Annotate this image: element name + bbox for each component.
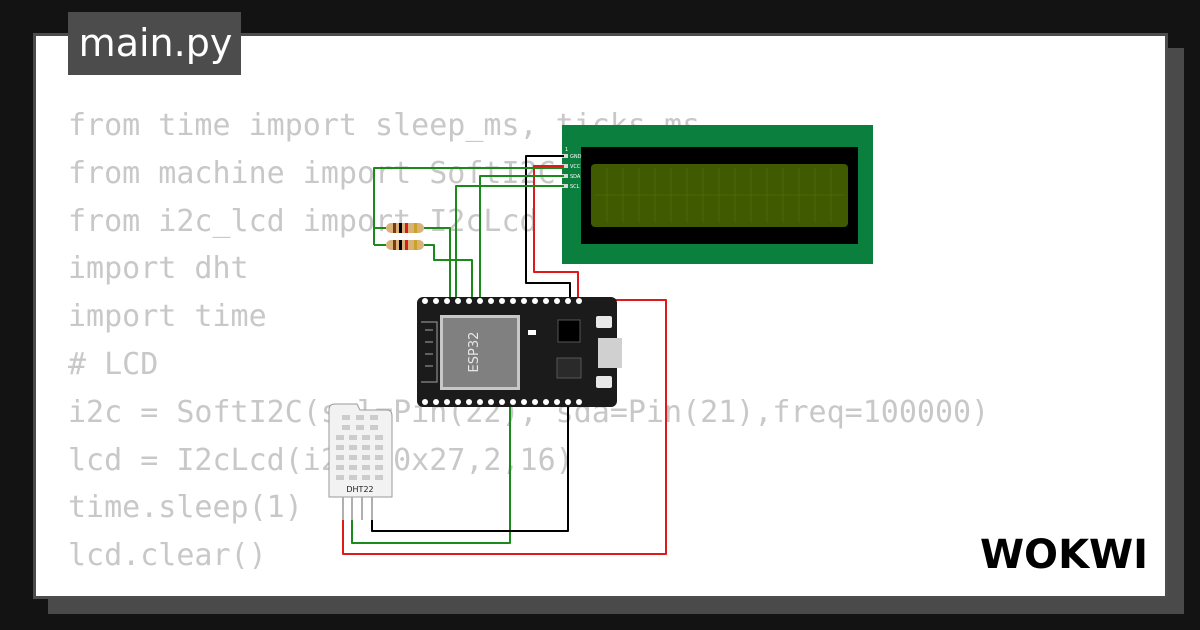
lcd-pin-headers — [562, 154, 568, 188]
wires — [342, 155, 667, 555]
pullup-resistor-2[interactable] — [386, 240, 424, 250]
wokwi-logo: WOKWI — [980, 532, 1148, 578]
wire-resistor1-right — [424, 227, 451, 300]
esp32-button-boot — [596, 376, 612, 388]
esp32-board[interactable]: ESP32 — [417, 297, 622, 407]
wire-lcd-scl — [455, 185, 564, 300]
code-preview: from time import sleep_ms, ticks_ms from… — [68, 102, 989, 580]
wire-dht-gnd — [371, 395, 569, 532]
lcd-pin-one-label: 1 — [565, 147, 568, 153]
lcd-pin-gnd-label: GND — [570, 154, 582, 160]
dht22-label: DHT22 — [346, 485, 373, 494]
code-line: from machine import SoftI2C — [68, 155, 556, 191]
esp32-chip-label: ESP32 — [467, 332, 482, 373]
dht22-grille — [336, 415, 383, 480]
file-tab[interactable]: main.py — [68, 12, 241, 75]
esp32-antenna — [421, 321, 438, 383]
esp32-usb-chip — [557, 319, 581, 343]
wire-pullup-vcc — [373, 167, 564, 245]
wire-dht-data — [351, 395, 511, 544]
code-line: i2c = SoftI2C(scl=Pin(22), sda=Pin(21),f… — [68, 394, 990, 430]
esp32-module-chip — [443, 318, 517, 387]
code-line: import time — [68, 299, 267, 335]
wire-resistor2-right — [424, 244, 473, 300]
code-line: # LCD — [68, 346, 159, 382]
wire-lcd-vcc — [533, 165, 579, 300]
pullup-resistor-1[interactable] — [386, 223, 424, 233]
wire-lcd-gnd — [525, 155, 571, 300]
lcd-module[interactable]: 1 GND VCC SDA SCL — [562, 125, 873, 264]
esp32-usb-port — [598, 338, 622, 368]
esp32-top-pins — [422, 298, 582, 304]
code-line: time.sleep(1) — [68, 490, 303, 526]
code-line: from i2c_lcd import I2cLcd — [68, 203, 538, 239]
wire-lcd-sda — [479, 175, 564, 300]
esp32-button-en — [596, 316, 612, 328]
lcd-pin-vcc-label: VCC — [570, 164, 581, 170]
dht22-sensor[interactable]: DHT22 — [328, 403, 393, 520]
wire-dht-vcc — [342, 299, 667, 555]
lcd-char-grid — [595, 168, 844, 223]
lcd-pin-sda-label: SDA — [570, 174, 581, 180]
code-line: import dht — [68, 251, 249, 287]
wokwi-logo-text: WOKWI — [980, 532, 1148, 578]
esp32-bottom-pins — [422, 399, 582, 405]
dht22-pins — [342, 497, 373, 520]
code-line: lcd.clear() — [68, 538, 267, 574]
lcd-pin-scl-label: SCL — [570, 184, 580, 190]
esp32-regulator — [556, 357, 582, 379]
esp32-led — [528, 330, 536, 335]
